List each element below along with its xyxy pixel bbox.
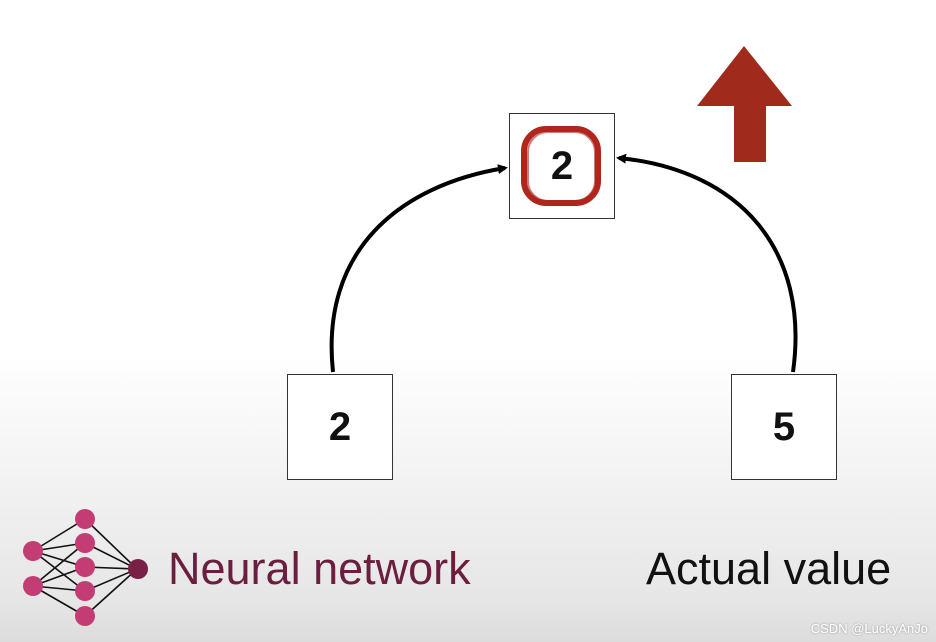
top-value-box: 2 xyxy=(509,113,615,219)
watermark: CSDN @LuckyAnJo xyxy=(810,621,928,636)
left-to-top-arrow xyxy=(329,164,508,373)
actual-value-box: 5 xyxy=(731,374,837,480)
right-to-top-arrow xyxy=(616,153,798,373)
highlight-ring xyxy=(521,126,601,206)
actual-value-caption: Actual value xyxy=(646,543,892,594)
actual-value: 5 xyxy=(772,404,796,449)
prediction-value: 2 xyxy=(328,404,352,449)
prediction-value-box: 2 xyxy=(287,374,393,480)
neural-network-caption: Neural network xyxy=(168,543,471,594)
top-value: 2 xyxy=(550,143,574,188)
